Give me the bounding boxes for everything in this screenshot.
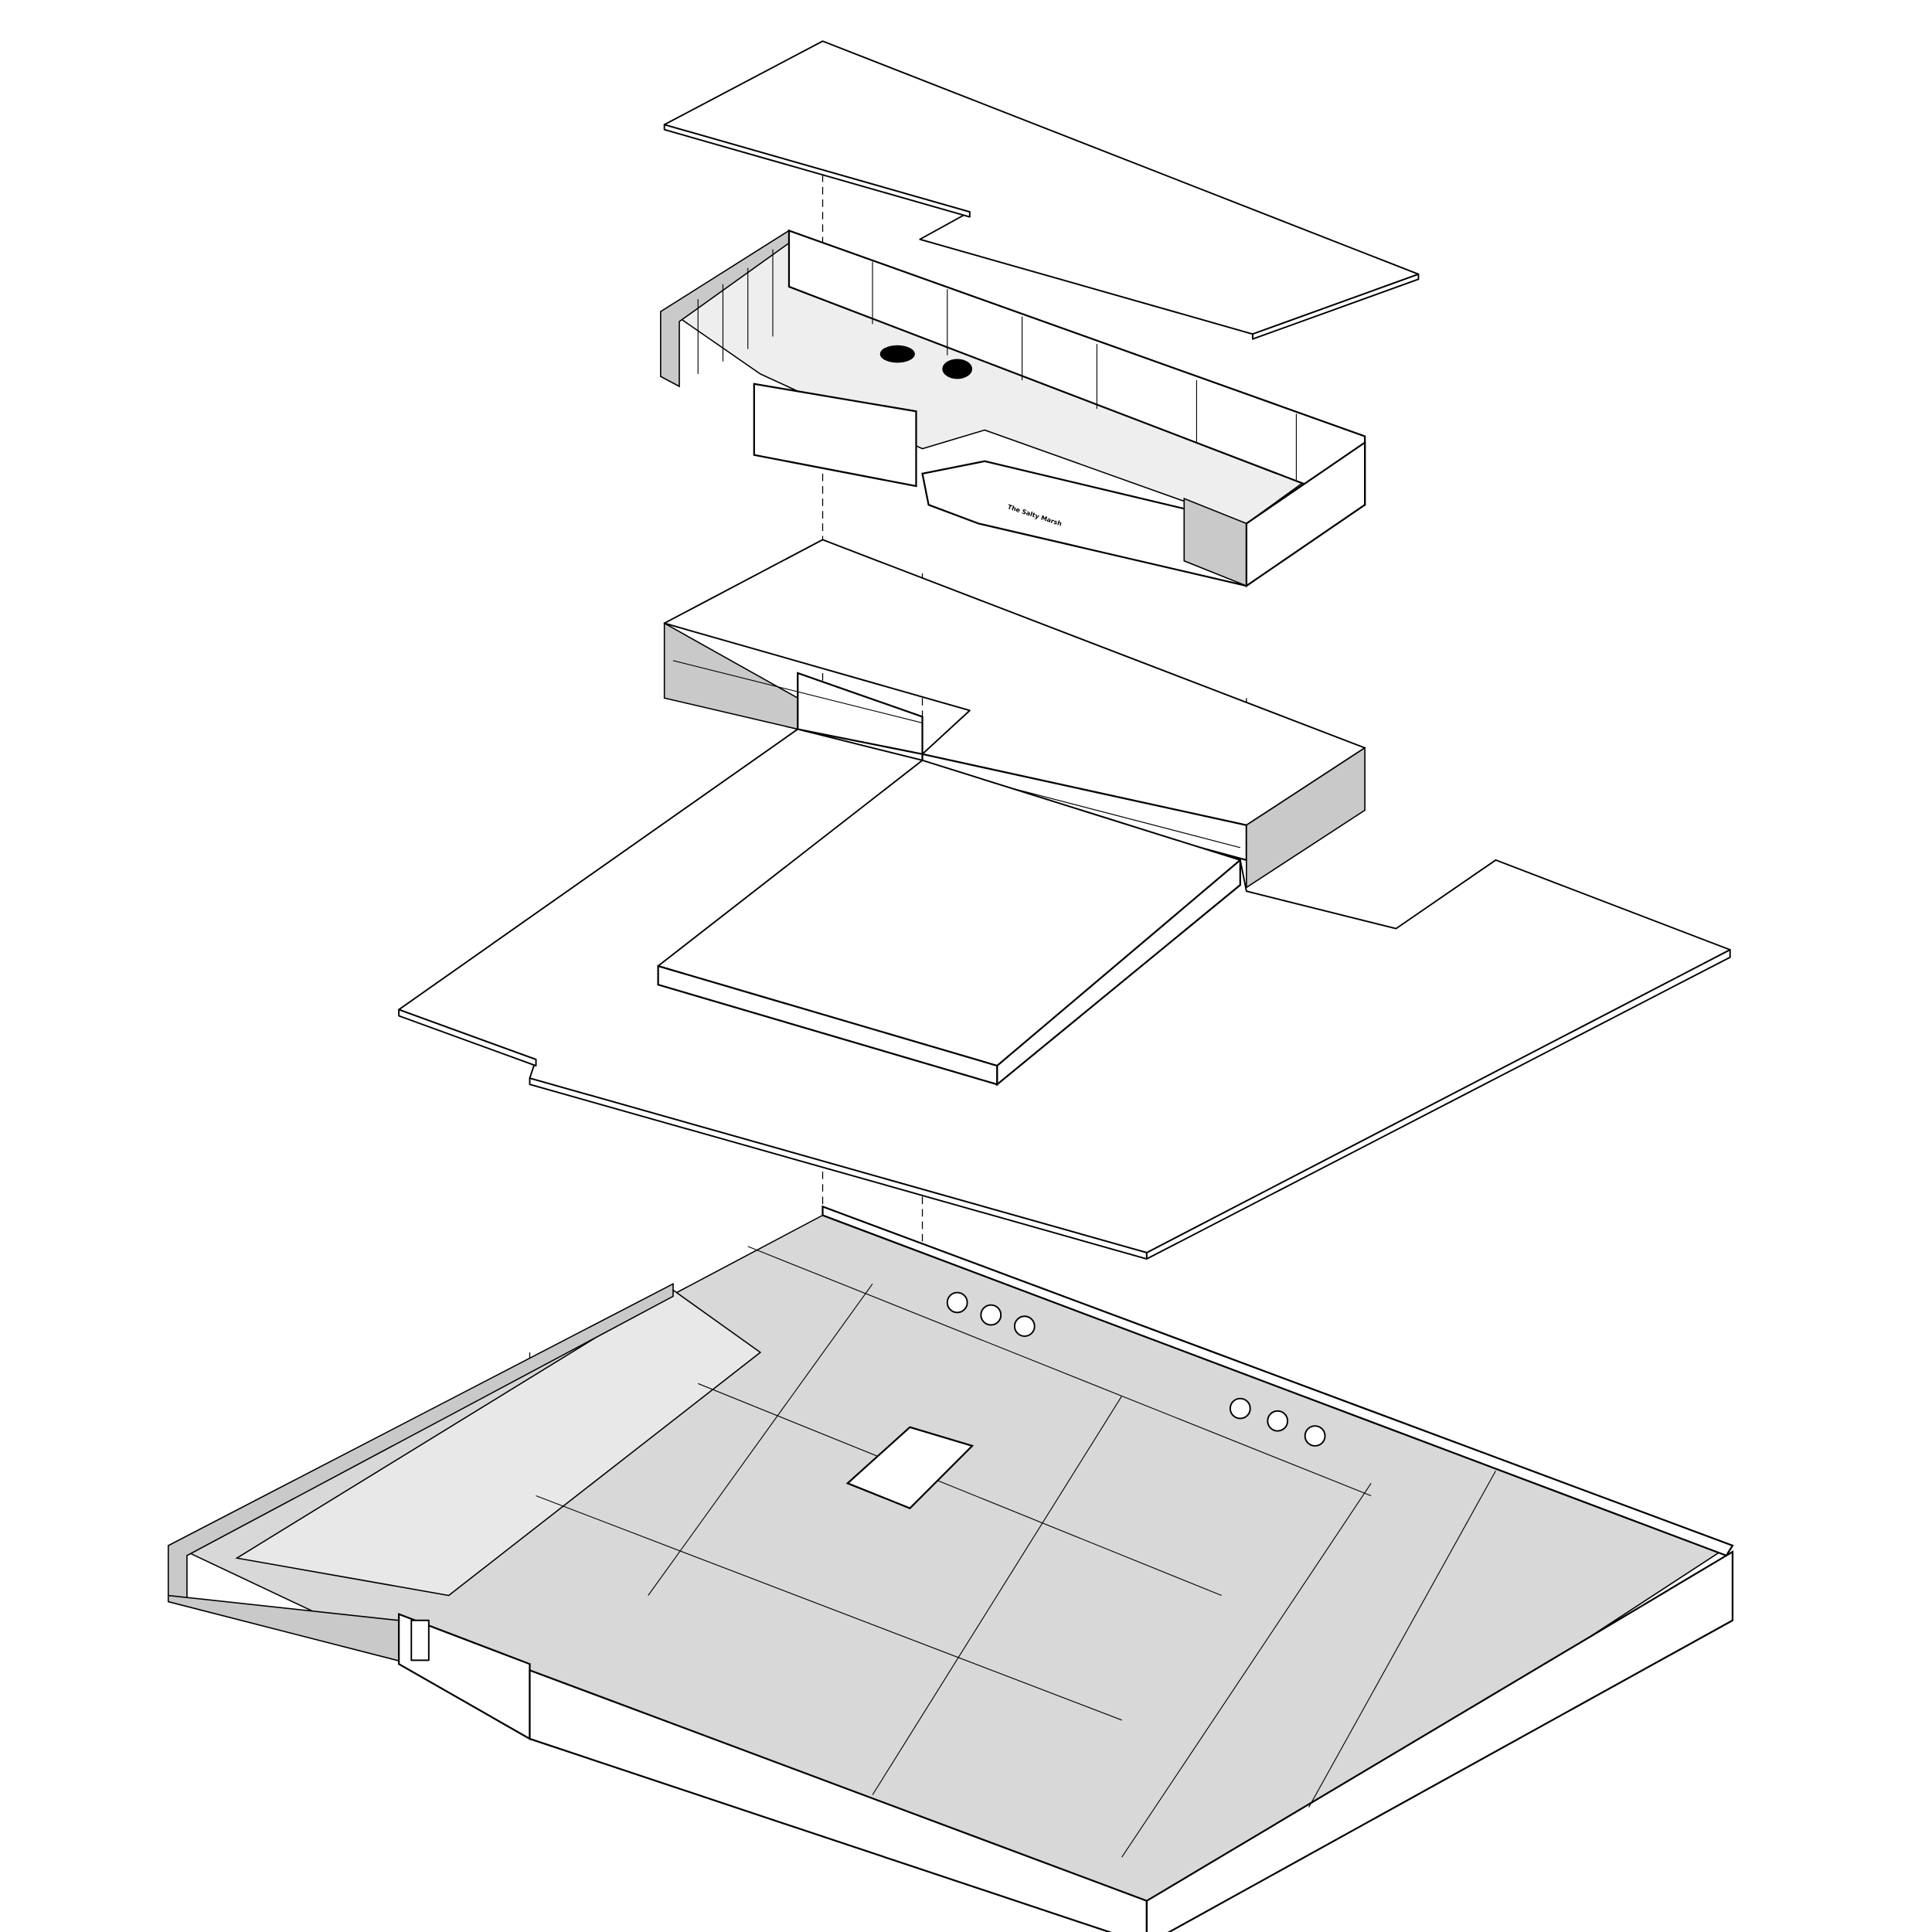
round-windows: [946, 1291, 1326, 1447]
upper-roof-slab: [663, 40, 1420, 340]
middle-roof: [663, 539, 1366, 889]
ground-roof-slab: [398, 728, 1731, 1260]
furniture-dark: [879, 345, 973, 379]
door: [410, 1619, 430, 1662]
upper-floor: The Salty Marsh: [660, 229, 1366, 588]
interior-walls: [536, 1246, 1496, 1858]
stair: [845, 1426, 975, 1509]
ground-floor: [167, 1205, 1734, 1932]
upper-windows: [697, 249, 1297, 480]
